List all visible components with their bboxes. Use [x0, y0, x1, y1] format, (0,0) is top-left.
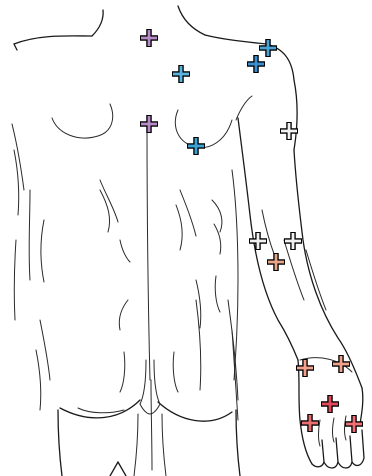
marker-cross-icon [140, 29, 158, 47]
marker-cross-icon [187, 137, 205, 155]
marker-cross-icon [249, 232, 267, 250]
marker-cross-icon [332, 355, 350, 373]
marker-cross-icon [321, 395, 339, 413]
marker-cross-icon [259, 39, 277, 57]
marker-cross-icon [140, 115, 158, 133]
marker-cross-icon [267, 253, 285, 271]
marker-cross-icon [172, 65, 190, 83]
marker-cross-icon [301, 414, 319, 432]
marker-cross-icon [345, 415, 363, 433]
marker-cross-icon [247, 55, 265, 73]
